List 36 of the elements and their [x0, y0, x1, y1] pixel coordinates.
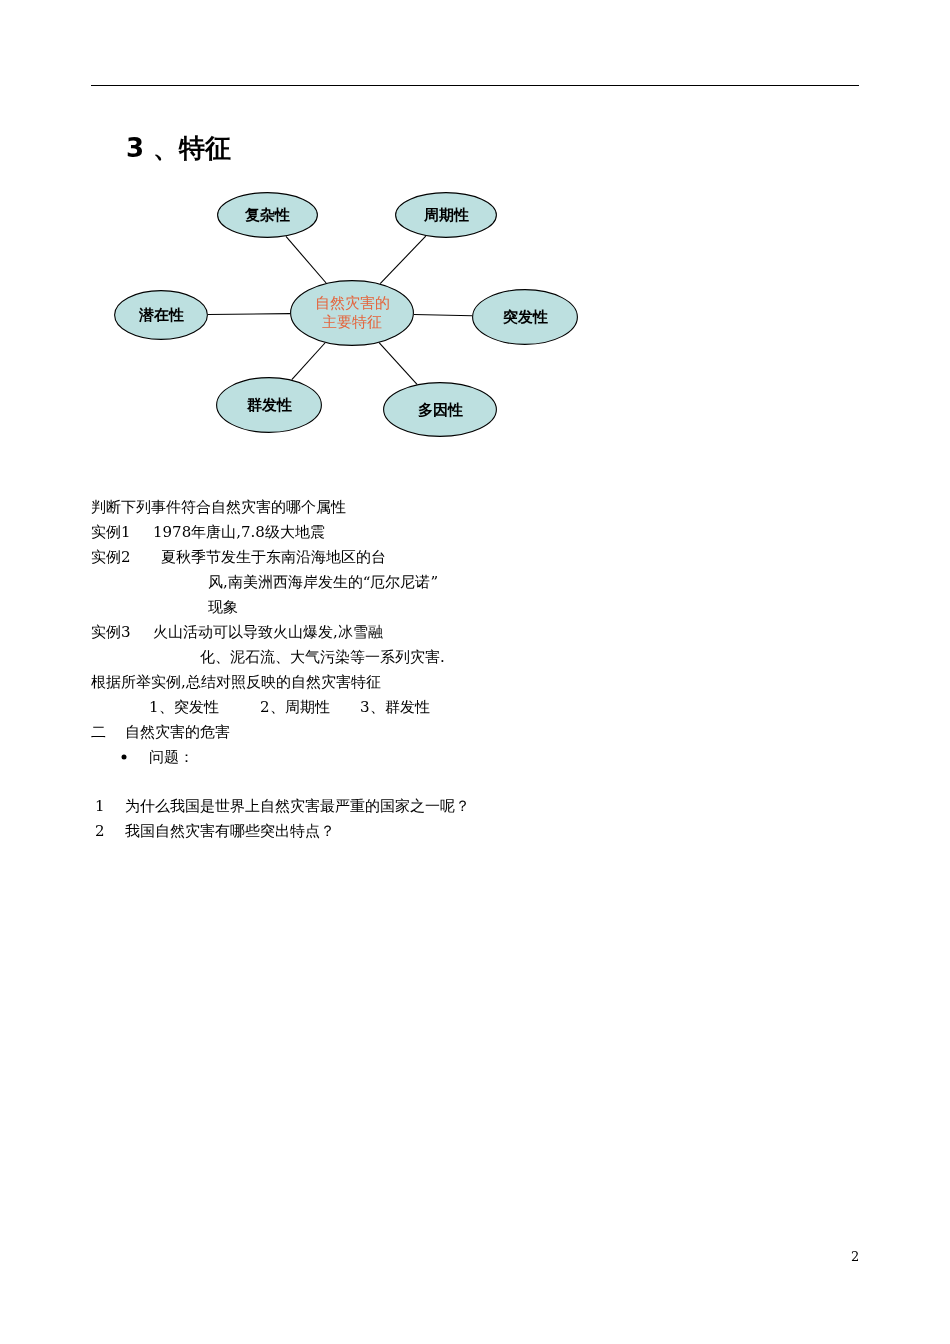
body-text: 为什么我国是世界上自然灾害最严重的国家之一呢？ — [125, 797, 470, 815]
feature-ellipse: 群发性 — [216, 377, 322, 433]
body-text: 1978年唐山,7.8级大地震 — [153, 523, 325, 541]
body-text: 夏秋季节发生于东南沿海地区的台 — [161, 548, 386, 566]
body-text: 3、群发性 — [360, 698, 430, 716]
connector-line — [378, 342, 418, 385]
list-number: 2 — [95, 822, 105, 840]
body-text: 风,南美洲西海岸发生的“厄尔尼诺” — [208, 573, 439, 591]
feature-ellipse: 突发性 — [472, 289, 578, 345]
feature-ellipse: 多因性 — [383, 382, 497, 437]
page-number: 2 — [851, 1248, 860, 1266]
feature-ellipse: 复杂性 — [217, 192, 318, 238]
section-heading: 自然灾害的危害 — [125, 723, 230, 741]
connector-line — [413, 313, 473, 317]
feature-ellipse: 自然灾害的主要特征 — [290, 280, 414, 346]
connector-line — [207, 313, 291, 316]
list-number: 1 — [95, 797, 105, 815]
question-text: 根据所举实例,总结对照反映的自然灾害特征 — [91, 673, 381, 691]
question-label: 问题： — [149, 748, 194, 766]
example-label: 实例2 — [91, 548, 131, 566]
feature-ellipse: 周期性 — [395, 192, 497, 238]
connector-line — [291, 342, 326, 381]
section-number: 二 — [91, 723, 106, 741]
connector-line — [379, 235, 427, 285]
section-heading: 3 、特征 — [126, 132, 232, 164]
body-text: 2、周期性 — [260, 698, 330, 716]
example-label: 实例1 — [91, 523, 131, 541]
body-text: 1、突发性 — [149, 698, 219, 716]
body-text: 现象 — [208, 598, 238, 616]
body-text: 化、泥石流、大气污染等一系列灾害. — [200, 648, 445, 666]
body-text: 我国自然灾害有哪些突出特点？ — [125, 822, 335, 840]
connector-line — [285, 235, 327, 284]
body-text: 火山活动可以导致火山爆发,冰雪融 — [153, 623, 383, 641]
example-label: 实例3 — [91, 623, 131, 641]
question-text: 判断下列事件符合自然灾害的哪个属性 — [91, 498, 346, 516]
feature-ellipse: 潜在性 — [114, 290, 208, 340]
